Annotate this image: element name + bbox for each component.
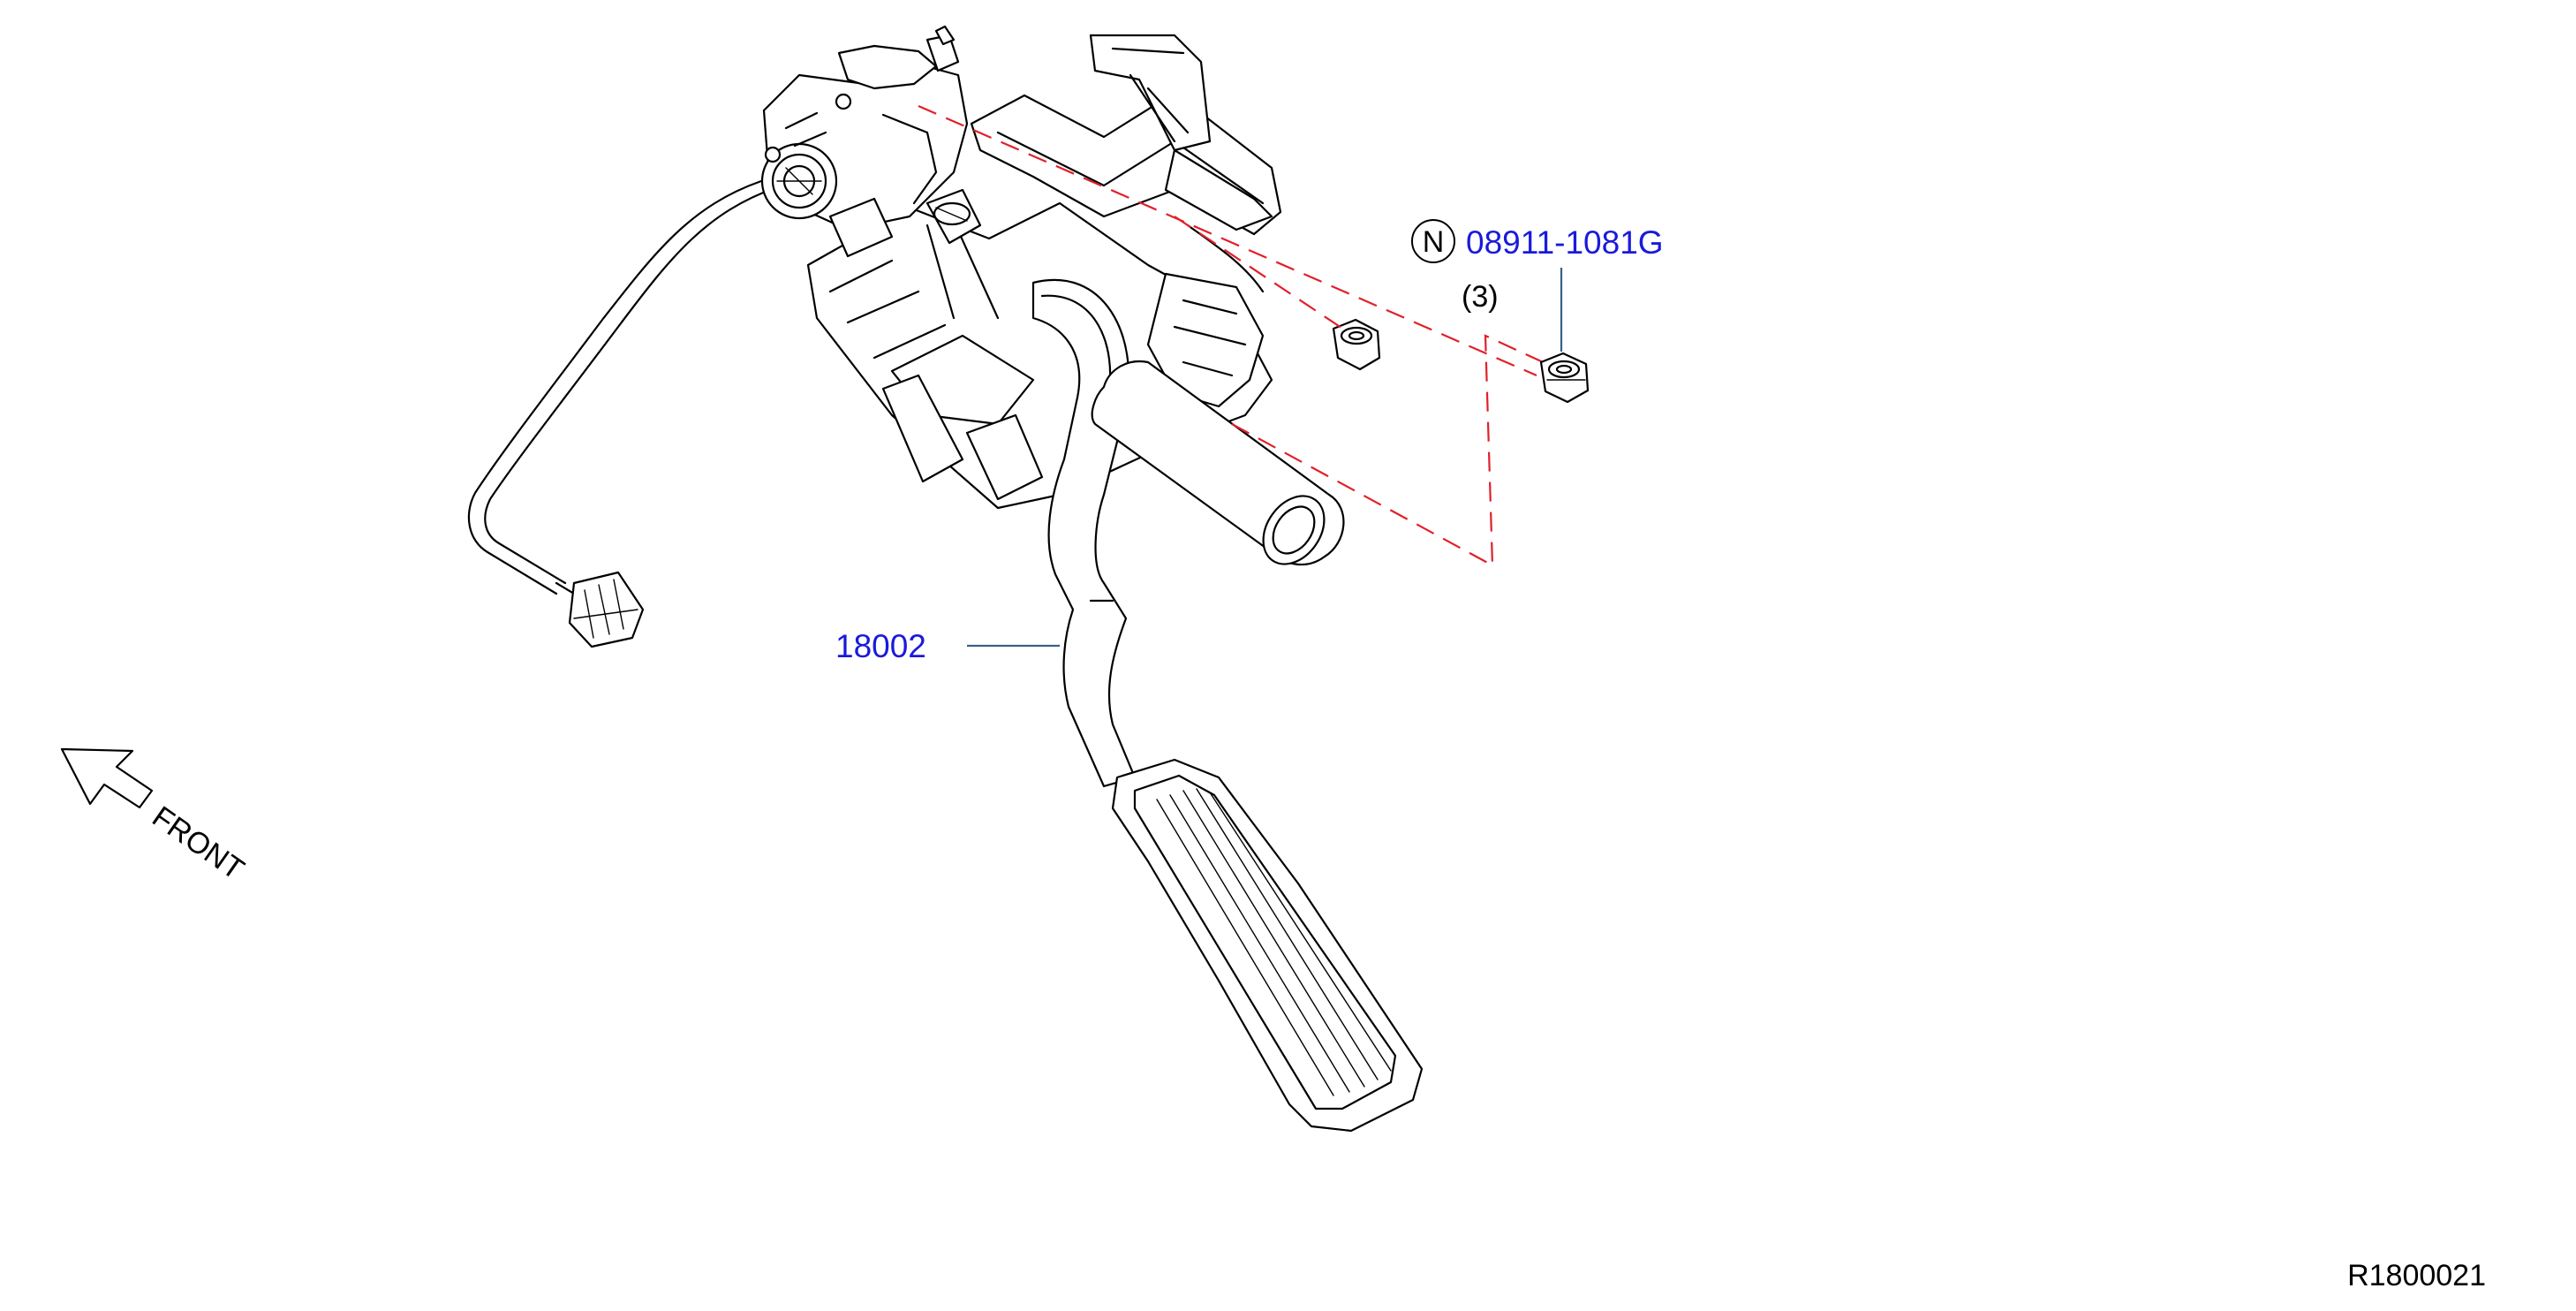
mounted-nut <box>1332 318 1381 371</box>
pedal-position-sensor <box>760 25 982 258</box>
nut-quantity: (3) <box>1462 280 1499 314</box>
new-part-symbol: N <box>1423 225 1445 259</box>
wire-connector <box>568 571 645 648</box>
figure-id: R1800021 <box>2347 1259 2486 1292</box>
arrow-up-left-icon <box>60 747 154 809</box>
front-label: FRONT <box>146 799 250 886</box>
mounting-bracket <box>970 34 1282 408</box>
nut-callout: N 08911-1081G (3) <box>1411 219 1664 352</box>
pedal-pad <box>1111 758 1424 1133</box>
accelerator-pedal-assembly <box>467 25 1424 1133</box>
front-direction-indicator: FRONT <box>60 747 250 887</box>
wire-harness <box>467 179 779 598</box>
new-part-symbol-circle <box>1411 219 1455 263</box>
pedal-part-number[interactable]: 18002 <box>835 628 926 664</box>
installation-guide-lines <box>918 104 1573 567</box>
pivot-shaft <box>1091 360 1345 566</box>
nut-part-number[interactable]: 08911-1081G <box>1466 224 1664 261</box>
pedal-callout: 18002 <box>835 628 1060 664</box>
flange-nut <box>1539 352 1590 404</box>
